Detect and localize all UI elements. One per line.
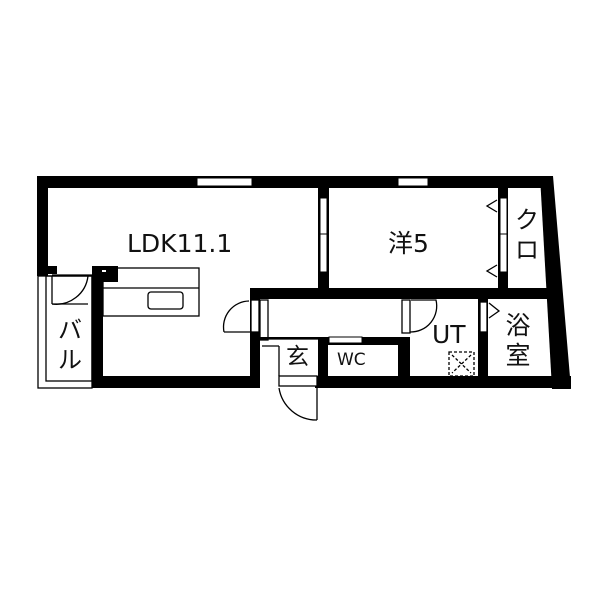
ut-door [401, 299, 438, 334]
kitchen-counter [102, 267, 200, 317]
corridor [259, 299, 318, 341]
room-label-closet: クロ [515, 206, 539, 264]
room-label-ldk: LDK11.1 [127, 229, 233, 258]
entrance-door [262, 345, 318, 421]
ldk-door [222, 299, 260, 333]
windows [196, 177, 429, 187]
washer-space [448, 351, 475, 377]
room-label-toilet: WC [337, 350, 366, 370]
bath-door [479, 301, 501, 333]
sliding-doors [319, 197, 508, 344]
room-label-balcony: バル [58, 316, 82, 374]
room-label-western: 洋5 [388, 229, 429, 258]
balcony [37, 274, 93, 389]
closet-door-markers [485, 199, 498, 278]
room-label-entrance: 玄 [286, 344, 309, 370]
room-label-bathroom: 浴室 [505, 311, 531, 370]
room-label-utility: UT [432, 320, 466, 349]
